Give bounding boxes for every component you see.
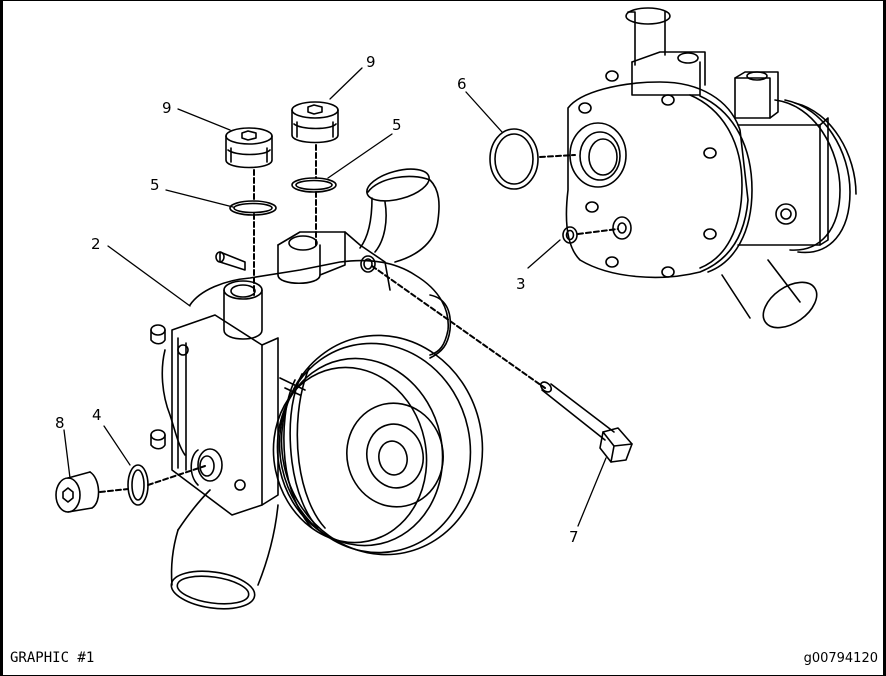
- callout-7: 7: [569, 528, 579, 546]
- assembly-centerlines: [99, 144, 619, 493]
- water-pump-housing-left: [150, 168, 452, 610]
- frame-right-border: [883, 0, 886, 676]
- callout-2: 2: [91, 235, 101, 253]
- graphic-label: GRAPHIC #1: [10, 650, 95, 666]
- callout-6: 6: [457, 75, 467, 93]
- o-ring-6: [489, 128, 539, 190]
- seal-ring-5-right: [291, 177, 337, 193]
- callout-9-left: 9: [162, 99, 172, 117]
- leader-lines: [63, 67, 607, 527]
- plug-8: [55, 471, 100, 513]
- figure-id: g00794120: [803, 651, 878, 666]
- callout-5-left: 5: [150, 176, 160, 194]
- plug-9-left: [225, 127, 273, 169]
- seal-ring-4: [127, 464, 149, 506]
- water-pump-housing-right: [565, 7, 857, 329]
- callout-5-right: 5: [392, 116, 402, 134]
- pulley-left: [272, 334, 484, 556]
- callout-3: 3: [516, 275, 526, 293]
- washer-3: [562, 226, 578, 244]
- callout-9-right: 9: [366, 53, 376, 71]
- callout-4: 4: [92, 406, 102, 424]
- plug-9-right: [291, 101, 339, 144]
- frame-left-border: [0, 0, 3, 676]
- callout-8: 8: [55, 414, 65, 432]
- bolt-7: [539, 381, 633, 463]
